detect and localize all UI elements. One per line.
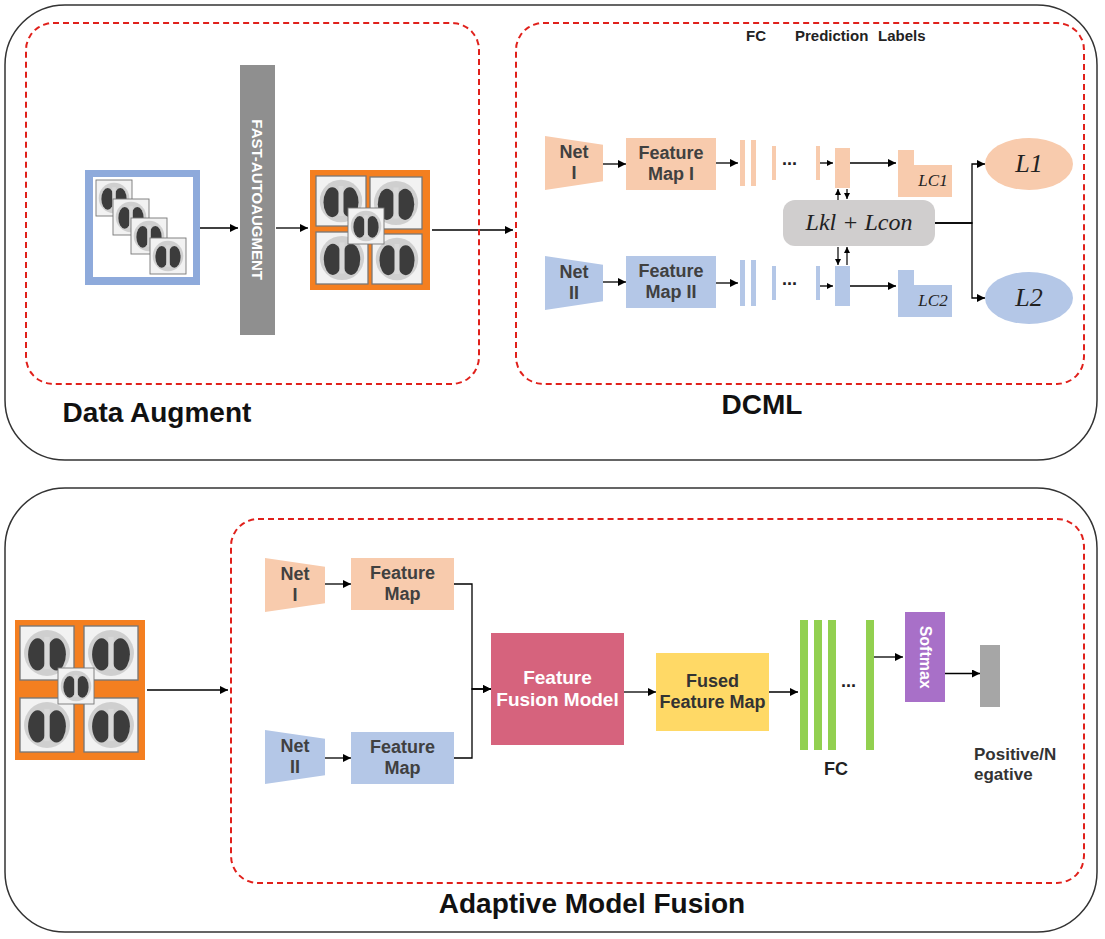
ct-slice — [20, 698, 74, 752]
column-label: Prediction — [795, 28, 868, 45]
flow-arrow — [603, 163, 626, 164]
flow-arrow — [454, 689, 491, 758]
fc-layer — [751, 260, 756, 306]
flow-arrow — [325, 757, 351, 758]
output-label: Positive/N egative — [974, 745, 1056, 784]
group-box: Data AugmentFAST-AUTOAUGMENT — [25, 22, 480, 385]
flow-arrow — [945, 673, 980, 674]
node-label: Softmax — [916, 625, 934, 688]
feature-map-box: Feature Map — [351, 732, 454, 784]
node-label: Net I — [559, 142, 588, 183]
loss-box: LC1 — [914, 165, 952, 197]
fc-layer — [800, 620, 808, 750]
flow-arrow — [200, 227, 238, 228]
fc-layer — [751, 140, 756, 186]
flow-arrow — [837, 189, 838, 200]
feature-map-box: Feature Map — [351, 558, 454, 610]
node-label: L2 — [1015, 283, 1042, 313]
node-label: Lkl + Lcon — [806, 209, 913, 237]
flow-arrow — [850, 162, 896, 163]
node-label: Feature Fusion Model — [491, 667, 624, 711]
node-label: Feature Map — [351, 737, 454, 778]
node-label: FAST-AUTOAUGMENT — [249, 120, 266, 281]
network-block: Net I — [265, 558, 325, 612]
network-block: Net II — [545, 256, 603, 310]
flow-arrow — [276, 227, 308, 228]
output-bar: Positive/N egative — [980, 645, 1000, 707]
node-label: Feature Map II — [626, 261, 716, 302]
softmax-box: Softmax — [905, 612, 945, 702]
node-label: LC2 — [918, 291, 947, 311]
loss-ellipse: L1 — [985, 138, 1073, 190]
label-bar — [898, 150, 914, 197]
network-block: Net II — [265, 730, 325, 784]
node-label: Net II — [280, 736, 309, 777]
ellipsis: ... — [782, 270, 797, 290]
fc-layer — [816, 266, 820, 300]
flow-arrow — [325, 583, 351, 584]
fc-layer — [816, 146, 820, 180]
prediction-bar — [835, 148, 850, 188]
node-label: Fused Feature Map — [656, 671, 769, 712]
ellipsis: ... — [782, 150, 797, 170]
flow-arrow — [846, 189, 847, 199]
flow-arrow — [603, 281, 626, 282]
augment-bar: FAST-AUTOAUGMENT — [240, 65, 275, 335]
flow-arrow — [846, 247, 847, 265]
fc-layer — [866, 620, 874, 750]
flow-arrow — [820, 162, 833, 163]
ct-slice — [150, 238, 186, 274]
fc-layer — [828, 620, 836, 750]
node-label: Feature Map I — [626, 143, 716, 184]
loss-box: LC2 — [914, 285, 952, 317]
feature-map-box: Feature Map I — [626, 138, 716, 190]
column-label: Labels — [878, 28, 926, 45]
image-ground — [93, 177, 193, 277]
fc-layer — [740, 140, 745, 186]
fc-layer — [740, 260, 745, 306]
node-label: LC1 — [918, 171, 947, 191]
node-label: Feature Map — [351, 563, 454, 604]
fc-layer — [814, 620, 822, 750]
ct-slice — [84, 698, 138, 752]
layer-label: FC — [746, 28, 766, 45]
input-image — [85, 170, 200, 285]
group-box: DCMLNet IFeature Map ILC1L1Lkl + LconNet… — [515, 22, 1085, 385]
group-heading: Adaptive Model Fusion — [439, 888, 745, 920]
flow-arrow — [147, 689, 228, 690]
group-heading: Data Augment — [63, 397, 252, 429]
augmented-image — [15, 620, 145, 760]
node-label: L1 — [1015, 149, 1042, 179]
feature-map-box: Feature Map II — [626, 256, 716, 308]
panel — [5, 5, 1097, 460]
group-heading: DCML — [722, 389, 803, 421]
loss-ellipse: L2 — [985, 272, 1073, 324]
flow-arrow — [624, 691, 656, 692]
flow-arrow — [432, 229, 513, 230]
prediction-bar — [835, 266, 850, 306]
fc-layer — [772, 146, 776, 180]
flow-arrow — [454, 584, 491, 689]
loss-box: Lkl + Lcon — [783, 200, 935, 246]
ellipsis: ... — [841, 672, 856, 692]
flow-arrow — [837, 247, 838, 265]
flow-arrow — [850, 285, 896, 286]
fusion-box: Feature Fusion Model — [491, 633, 624, 745]
flow-arrow — [874, 656, 903, 657]
node-label: Net I — [280, 564, 309, 605]
fc-layer — [772, 266, 776, 300]
label-bar — [898, 270, 914, 317]
group-box: Adaptive Model FusionNet IFeature MapNet… — [230, 518, 1085, 884]
augmented-image — [310, 170, 430, 290]
network-block: Net I — [545, 136, 603, 190]
node-label: Net II — [559, 262, 588, 303]
layer-label: FC — [824, 760, 848, 780]
fused-map-box: Fused Feature Map — [656, 653, 769, 731]
panel — [5, 488, 1097, 932]
ct-slice — [348, 208, 384, 244]
flow-arrow — [765, 691, 798, 692]
ct-slice — [58, 668, 94, 704]
flow-arrow — [820, 285, 833, 286]
